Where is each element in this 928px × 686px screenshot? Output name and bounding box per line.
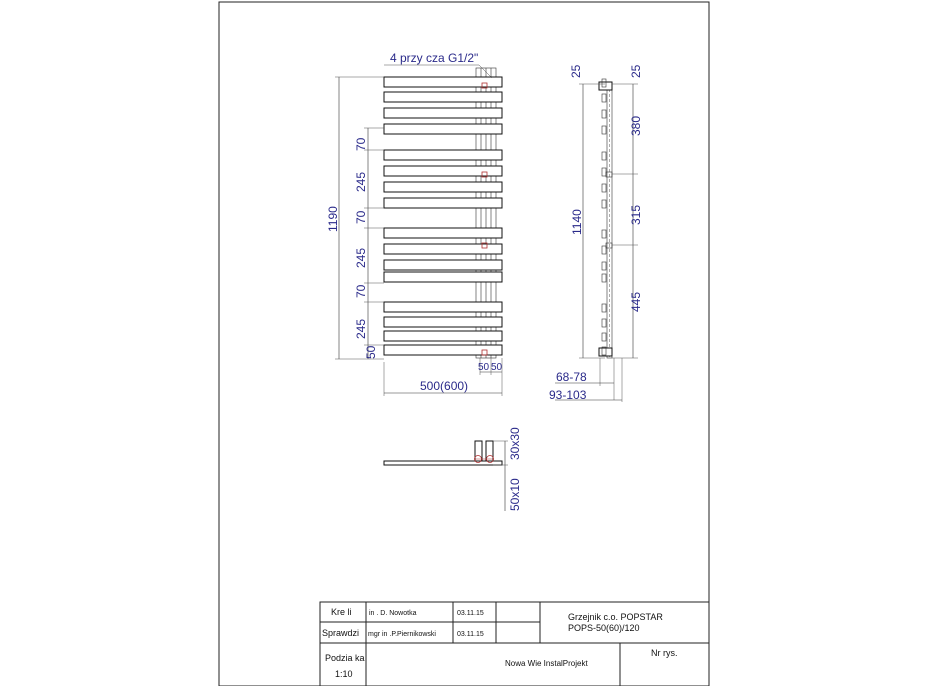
side-bar-profile [601,125,607,135]
side-bar-profile [601,229,607,239]
radiator-bar [383,243,503,255]
side-bar-profile [601,167,607,177]
dim-width: 500(600) [420,379,468,393]
dim-50x10: 50x10 [508,478,522,511]
side-bar-profile [601,261,607,271]
dim-50-right-b: 50 [491,362,503,373]
connection-markers [481,82,488,356]
dim-315: 315 [629,205,643,225]
side-bars [601,78,607,356]
dim-445: 445 [629,292,643,312]
dim-245-b: 245 [354,248,368,268]
top-connector-right [485,440,494,462]
dim-245-a: 245 [354,172,368,192]
dim-25-right: 25 [629,64,643,78]
dim-25-left: 25 [569,64,583,78]
dim-50-bottom: 50 [364,345,378,359]
side-bar-profile [601,199,607,209]
side-view: 25 1140 25 380 315 445 68-78 93-103 [549,64,643,402]
radiator-bar [383,330,503,342]
side-bar-profile [601,78,607,88]
radiator-bar [383,259,503,271]
radiator-bar [383,107,503,119]
radiator-bar [383,149,503,161]
radiator-bar [383,316,503,328]
dim-30x30: 30x30 [508,427,522,460]
dim-50-right-a: 50 [478,362,490,373]
checked-label: Sprawdzi [322,628,359,638]
drawing-model: POPS-50(60)/120 [568,623,640,633]
scale-value: 1:10 [335,669,353,679]
radiator-bar [383,123,503,135]
dim-70-a: 70 [354,137,368,151]
radiator-bar [383,344,503,356]
top-view: 30x30 50x10 [383,427,522,511]
drawing-title: Grzejnik c.o. POPSTAR [568,612,663,622]
top-connector-left [474,440,483,462]
side-bar-profile [601,332,607,342]
top-bar [383,460,503,466]
dim-1140: 1140 [570,209,584,235]
dim-93-103: 93-103 [549,388,587,402]
connection-note: 4 przy cza G1/2" [390,51,478,65]
radiator-bar [383,91,503,103]
drawing-frame [218,1,710,686]
radiator-bar [383,181,503,193]
dim-380: 380 [629,116,643,136]
side-bar-profile [601,273,607,283]
side-bar-profile [601,183,607,193]
side-bar-profile [601,303,607,313]
side-bar-profile [601,318,607,328]
company-name: Nowa Wie InstalProjekt [505,659,588,668]
side-bar-profile [601,93,607,103]
dim-68-78: 68-78 [556,370,587,384]
radiator-bar [383,271,503,283]
checked-name: mgr in .P.Piernikowski [368,631,436,638]
front-view: 4 przy cza G1/2" 1190 70 245 70 245 70 2… [326,51,503,396]
side-bar-profile [601,151,607,161]
radiator-bar [383,301,503,313]
side-bracket-bottom [598,347,613,357]
drawing-number-label: Nr rys. [651,648,678,658]
side-bar-profile [601,109,607,119]
dim-245-c: 245 [354,319,368,339]
front-bars [383,76,503,356]
drawn-date: 03.11.15 [457,610,484,617]
drawn-label: Kre li [331,607,352,617]
checked-date: 03.11.15 [457,631,484,638]
title-block: Kre li in . D. Nowotka 03.11.15 Sprawdzi… [319,601,710,686]
side-bar-profile [601,346,607,356]
dim-70-c: 70 [354,284,368,298]
radiator-bar [383,227,503,239]
radiator-bar [383,76,503,88]
radiator-bar [383,197,503,209]
side-bracket-top [598,81,613,91]
dim-1190: 1190 [326,206,340,232]
radiator-bar [383,165,503,177]
dim-70-b: 70 [354,210,368,224]
scale-label: Podzia ka [325,653,365,663]
side-bar-profile [601,245,607,255]
drawn-name: in . D. Nowotka [369,610,417,617]
